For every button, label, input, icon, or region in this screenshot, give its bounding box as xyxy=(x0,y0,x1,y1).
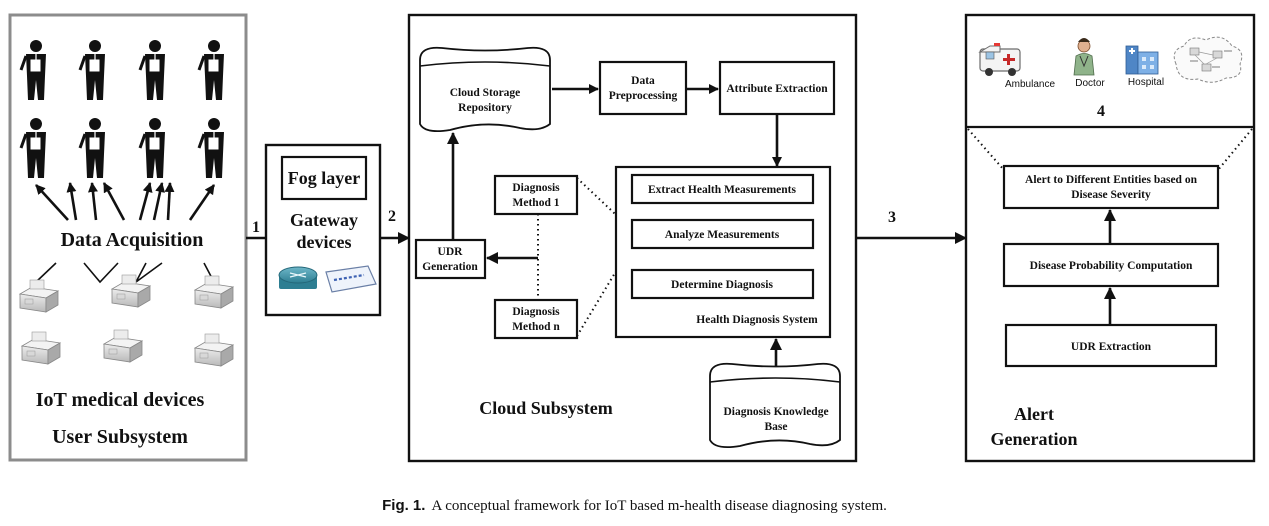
analyze-measurements-box xyxy=(630,218,815,250)
hospital-label: Hospital xyxy=(1128,77,1164,88)
framework-diagram: Data Acquisition IoT medical devices Use… xyxy=(8,13,1256,463)
iot-device-icon xyxy=(110,274,152,308)
alert-dotted-left xyxy=(967,128,1005,171)
iot-device-icon xyxy=(18,279,60,313)
extract-measurements-box xyxy=(630,173,815,205)
udr-label-line1: UDR xyxy=(438,246,464,258)
alert-entities-box xyxy=(1002,164,1220,210)
udr-generation-box xyxy=(414,238,487,280)
figure-caption-label: Fig. 1. xyxy=(382,497,426,514)
gateway-label-line2: devices xyxy=(297,232,352,252)
doctor-icon xyxy=(1073,38,1095,76)
person-icon xyxy=(19,118,46,178)
storage-label-line1: Cloud Storage xyxy=(450,87,521,99)
person-icon xyxy=(19,40,46,100)
data-acquisition-label: Data Acquisition xyxy=(61,229,204,251)
iot-device-icon xyxy=(20,331,62,365)
knowledge-cylinder xyxy=(709,362,841,449)
device-link xyxy=(83,262,119,284)
acquisition-arrow xyxy=(138,182,153,221)
hospital-icon xyxy=(1125,45,1159,75)
step-1-label: 1 xyxy=(252,219,260,236)
person-icon xyxy=(138,118,165,178)
acquisition-arrow xyxy=(164,182,175,221)
kb-label-line1: Diagnosis Knowledge xyxy=(723,406,828,418)
network-switch-icon xyxy=(325,265,377,293)
methodn-label-line2: Method n xyxy=(512,321,560,333)
determine-diagnosis-box xyxy=(630,268,815,300)
acquisition-arrow xyxy=(152,182,165,221)
probability-label: Disease Probability Computation xyxy=(1030,260,1193,272)
udr-extraction-box xyxy=(1004,323,1218,368)
step-3-label: 3 xyxy=(888,209,896,226)
cloud-subsystem-title: Cloud Subsystem xyxy=(479,398,613,418)
acquisition-arrow xyxy=(188,184,216,221)
diagnosis-knowledge-base: Diagnosis Knowledge Base xyxy=(709,362,841,449)
cloud-storage-repository: Cloud Storage Repository xyxy=(419,46,551,133)
method1-label-line1: Diagnosis xyxy=(512,182,560,194)
figure-caption: Fig. 1. A conceptual framework for IoT ba… xyxy=(0,497,1269,515)
person-icon xyxy=(78,118,105,178)
knowledge-rim xyxy=(709,377,841,383)
methodn-label-line1: Diagnosis xyxy=(512,306,560,318)
preprocessing-label-line1: Data xyxy=(631,75,655,87)
doctor-label: Doctor xyxy=(1075,78,1105,89)
user-subsystem-title: User Subsystem xyxy=(52,426,188,448)
iot-device-icon xyxy=(193,275,235,309)
ambulance-label: Ambulance xyxy=(1005,79,1055,90)
probability-box xyxy=(1002,242,1220,288)
data-preprocessing-box xyxy=(598,60,688,116)
preprocessing-label-line2: Preprocessing xyxy=(609,90,678,102)
step-2-label: 2 xyxy=(388,208,396,225)
hds-label: Health Diagnosis System xyxy=(696,314,818,326)
cloud-subsystem-panel: Cloud Storage Repository Data Preprocess… xyxy=(407,13,858,463)
router-icon xyxy=(278,266,318,289)
iot-device-icon xyxy=(193,333,235,367)
fog-layer-box xyxy=(280,155,368,201)
gateway-label-line1: Gateway xyxy=(290,210,358,230)
analyze-measurements-label: Analyze Measurements xyxy=(665,229,780,241)
acquisition-arrow xyxy=(102,182,126,221)
extract-measurements-label: Extract Health Measurements xyxy=(648,184,796,196)
acquisition-arrow xyxy=(66,182,78,221)
iot-device-icons xyxy=(18,274,235,367)
device-link xyxy=(35,262,57,283)
acquisition-arrows xyxy=(35,182,216,221)
iot-devices-label: IoT medical devices xyxy=(36,389,205,411)
kb-label-line2: Base xyxy=(765,421,788,433)
step-4-label: 4 xyxy=(1097,103,1105,120)
fog-layer-label: Fog layer xyxy=(288,168,360,188)
alert-entities-label-line1: Alert to Different Entities based on xyxy=(1025,174,1198,186)
storage-cylinder xyxy=(419,46,551,133)
ambulance-icon xyxy=(978,43,1021,76)
acquisition-arrow xyxy=(87,182,98,221)
family-network-icon xyxy=(1173,36,1243,83)
alert-entities-label-line2: Disease Severity xyxy=(1071,189,1151,201)
iot-device-icon xyxy=(102,329,144,363)
person-icon xyxy=(197,40,224,100)
person-icon xyxy=(78,40,105,100)
fog-layer-panel: Fog layer Gateway devices xyxy=(264,143,382,317)
diagnosis-method-n-box xyxy=(493,298,579,340)
storage-label-line2: Repository xyxy=(458,102,512,114)
user-subsystem-panel: Data Acquisition IoT medical devices Use… xyxy=(8,13,248,462)
patient-icons xyxy=(19,40,224,178)
attribute-extraction-label: Attribute Extraction xyxy=(726,83,828,95)
person-icon xyxy=(197,118,224,178)
storage-rim xyxy=(419,61,551,67)
alert-generation-panel: Ambulance Doctor Hospital 4 Alert to Dif… xyxy=(964,13,1256,463)
udr-label-line2: Generation xyxy=(422,261,478,273)
attribute-extraction-box xyxy=(718,60,836,116)
diagnosis-method-1-box xyxy=(493,174,579,216)
method1-label-line2: Method 1 xyxy=(513,197,560,209)
alert-title-line1: Alert xyxy=(1014,404,1054,424)
determine-diagnosis-label: Determine Diagnosis xyxy=(671,279,773,291)
figure-caption-text: A conceptual framework for IoT based m-h… xyxy=(431,498,887,514)
udr-extraction-label: UDR Extraction xyxy=(1071,341,1152,353)
acquisition-arrow xyxy=(35,184,69,221)
alert-title-line2: Generation xyxy=(991,429,1078,449)
person-icon xyxy=(138,40,165,100)
